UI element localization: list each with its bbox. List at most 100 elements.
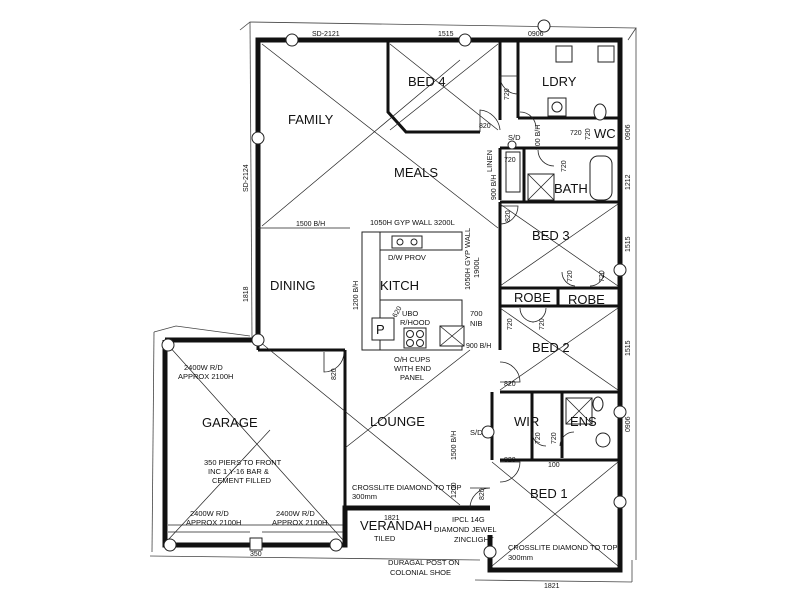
dim-720-robe-b: 720 <box>599 270 606 282</box>
note-ipcl-1: IPCL 14G <box>452 515 485 524</box>
note-sd-2: S/D <box>470 428 483 437</box>
room-label-bath: BATH <box>554 181 588 196</box>
room-label-wc: WC <box>594 126 616 141</box>
note-nib-1: 700 <box>470 309 483 318</box>
note-front-door-right-1: 2400W R/D <box>276 509 315 518</box>
room-label-lounge: LOUNGE <box>370 414 425 429</box>
dim-1515-top: 1515 <box>438 31 454 38</box>
note-rhood: R/HOOD <box>400 318 431 327</box>
note-front-door-left-2: APPROX 2100H <box>186 518 241 527</box>
dim-720-linen: 720 <box>504 157 516 164</box>
room-label-ldry: LDRY <box>542 74 577 89</box>
room-label-bed3: BED 3 <box>532 228 570 243</box>
note-ipcl-2: DIAMOND JEWEL <box>434 525 497 534</box>
dimension-labels: SD-2121 1515 0906 720 820 720 900 B/H 72… <box>243 31 632 590</box>
dim-350: 350 <box>250 551 262 558</box>
dim-0906-right: 0906 <box>625 124 632 140</box>
dim-720-bed4: 720 <box>504 88 511 100</box>
dim-0906-ens: 0906 <box>625 416 632 432</box>
room-label-wir: WIR <box>514 414 539 429</box>
dim-0906-top: 0906 <box>528 31 544 38</box>
room-label-robe-right: ROBE <box>568 292 605 307</box>
dim-1821-bed1: 1821 <box>544 583 560 590</box>
dim-720-ldry: 720 <box>570 130 582 137</box>
room-label-linen: LINEN <box>485 150 494 172</box>
room-label-kitch: KITCH <box>380 278 419 293</box>
note-dw-prov: D/W PROV <box>388 253 426 262</box>
note-crosslite-bed1-1: CROSSLITE DIAMOND TO TOP <box>508 543 617 552</box>
kitchen-benches <box>361 231 465 351</box>
note-oh-cups-1: O/H CUPS <box>394 355 430 364</box>
room-label-bed1: BED 1 <box>530 486 568 501</box>
dim-820-bed2: 820 <box>504 381 516 388</box>
note-duragal-2: COLONIAL SHOE <box>390 568 451 577</box>
room-label-meals: MEALS <box>394 165 438 180</box>
dim-820-lounge: 820 <box>479 488 486 500</box>
dim-900-bh-c: 900 B/H <box>466 343 491 350</box>
dim-720-wc: 720 <box>585 128 592 140</box>
note-crosslite-lounge-1: CROSSLITE DIAMOND TO TOP <box>352 483 461 492</box>
note-piers-1: 350 PIERS TO FRONT <box>204 458 282 467</box>
note-oh-cups-2: WITH END <box>394 364 432 373</box>
room-label-family: FAMILY <box>288 112 334 127</box>
note-oh-cups-3: PANEL <box>400 373 424 382</box>
dim-sd-2121: SD-2121 <box>312 31 340 38</box>
garage-openings <box>168 524 343 551</box>
annotation-notes: 1050H GYP WALL 3200L 1050H GYP WALL 1900… <box>178 133 617 577</box>
note-garage-door-2: APPROX 2100H <box>178 372 233 381</box>
note-gyp-wall-top: 1050H GYP WALL 3200L <box>370 218 455 227</box>
dim-1821-verandah: 1821 <box>384 515 400 522</box>
note-front-door-right-2: APPROX 2100H <box>272 518 327 527</box>
dim-1818: 1818 <box>243 286 250 302</box>
dim-720-wir: 720 <box>535 432 542 444</box>
dim-100: 100 <box>548 462 560 469</box>
room-label-bed2: BED 2 <box>532 340 570 355</box>
dim-820-bed3: 820 <box>505 210 512 222</box>
dim-820-bed4: 820 <box>479 123 491 130</box>
dim-820-bed1: 820 <box>504 457 516 464</box>
note-verandah-tiled: TILED <box>374 534 396 543</box>
dim-620: 620 <box>392 305 404 319</box>
dim-1200-bh: 1200 B/H <box>353 281 360 310</box>
dim-1515-bed3: 1515 <box>625 236 632 252</box>
dim-1212: 1212 <box>625 174 632 190</box>
dim-900-bh-a: 900 B/H <box>535 125 542 150</box>
dim-720-robe-a: 720 <box>567 270 574 282</box>
note-piers-3: CEMENT FILLED <box>212 476 272 485</box>
room-label-verandah: VERANDAH <box>360 518 432 533</box>
note-sd-1: S/D <box>508 133 521 142</box>
note-crosslite-bed1-2: 300mm <box>508 553 533 562</box>
note-ubo: UBO <box>402 309 418 318</box>
dim-720-ens: 720 <box>551 432 558 444</box>
note-p: P <box>376 322 385 337</box>
note-front-door-left-1: 2400W R/D <box>190 509 229 518</box>
note-piers-2: INC 1 Y-16 BAR & <box>208 467 269 476</box>
room-label-ens: ENS <box>570 414 597 429</box>
room-label-robe-left: ROBE <box>514 290 551 305</box>
door-swings <box>323 75 605 509</box>
room-labels: BED 4 LDRY FAMILY MEALS LINEN WC BATH BE… <box>202 74 616 533</box>
dim-900-bh-b: 900 B/H <box>491 175 498 200</box>
note-duragal-1: DURAGAL POST ON <box>388 558 460 567</box>
dim-820-garage: 820 <box>331 368 338 380</box>
piers <box>161 19 627 559</box>
room-label-bed4: BED 4 <box>408 74 446 89</box>
ground-lines <box>149 21 637 583</box>
room-label-dining: DINING <box>270 278 316 293</box>
wet-area-fixtures <box>505 45 615 448</box>
note-garage-door-1: 2400W R/D <box>184 363 223 372</box>
dim-720-robe-d: 720 <box>539 318 546 330</box>
dim-sd-2124: SD-2124 <box>243 164 250 192</box>
dim-1515-bed2: 1515 <box>625 340 632 356</box>
dim-720-robe-c: 720 <box>507 318 514 330</box>
dim-1500-bh-lounge: 1500 B/H <box>451 431 458 460</box>
room-label-garage: GARAGE <box>202 415 258 430</box>
note-gyp-wall-side-2: 1900L <box>472 257 481 278</box>
note-ipcl-3: ZINCLIGHT <box>454 535 494 544</box>
dim-1200: 1200 <box>451 482 458 498</box>
interior-walls <box>256 40 620 508</box>
dim-720-bath: 720 <box>561 160 568 172</box>
note-nib-2: NIB <box>470 319 483 328</box>
note-gyp-wall-side-1: 1050H GYP WALL <box>463 228 472 290</box>
